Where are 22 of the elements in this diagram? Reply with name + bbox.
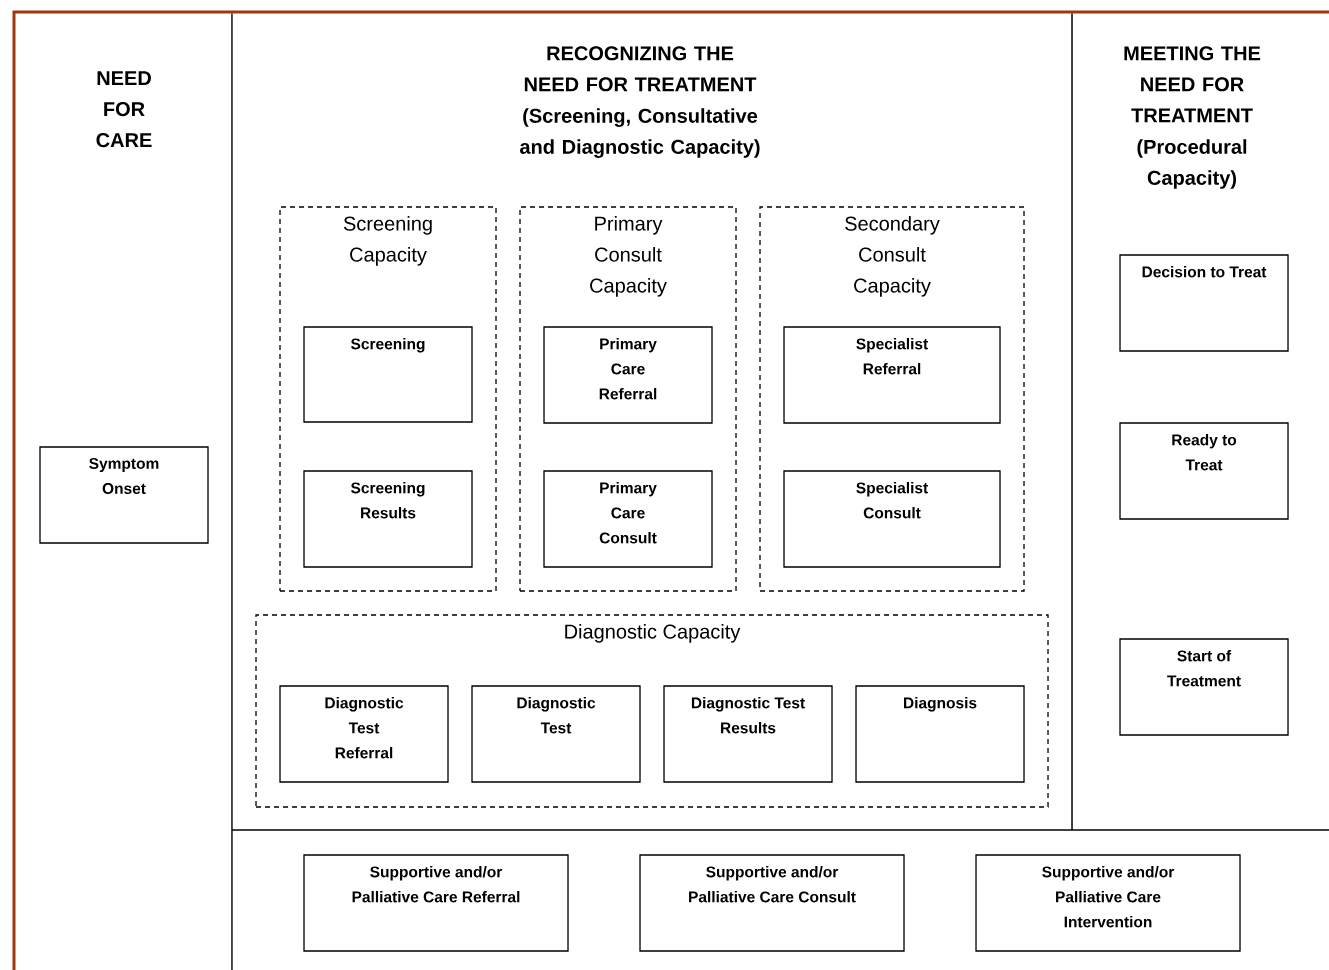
process-box: Primary Care Consult <box>543 470 713 568</box>
process-box: Screening <box>303 326 473 423</box>
process-box: Supportive and/or Palliative Care Referral <box>303 854 569 952</box>
process-box: Diagnosis <box>855 685 1025 783</box>
column-heading: NEED FOR CARE <box>96 71 152 148</box>
process-box: Screening Results <box>303 470 473 568</box>
process-box: Decision to Treat <box>1119 254 1289 352</box>
process-box: Primary Care Referral <box>543 326 713 424</box>
column-heading: MEETING THE NEED FOR TREATMENT <box>1124 46 1261 123</box>
process-box: Diagnostic Test Results <box>663 685 833 783</box>
process-box: Diagnostic Test <box>471 685 641 783</box>
process-box: Symptom Onset <box>39 446 209 544</box>
column-heading: (Procedural Capacity) <box>1137 139 1247 189</box>
process-box: Supportive and/or Palliative Care Consult <box>639 854 905 952</box>
process-box: Diagnostic Test Referral <box>279 685 449 783</box>
column-heading: RECOGNIZING THE NEED FOR TREATMENT <box>524 46 757 92</box>
process-box: Ready to Treat <box>1119 422 1289 520</box>
process-box: Specialist Consult <box>783 470 1001 568</box>
column-heading: (Screening, Consultative and Diagnostic Capacity) <box>520 108 760 158</box>
process-box: Supportive and/or Palliative Care Intervention <box>975 854 1241 952</box>
process-box: Start of Treatment <box>1119 638 1289 736</box>
process-box: Specialist Referral <box>783 326 1001 424</box>
